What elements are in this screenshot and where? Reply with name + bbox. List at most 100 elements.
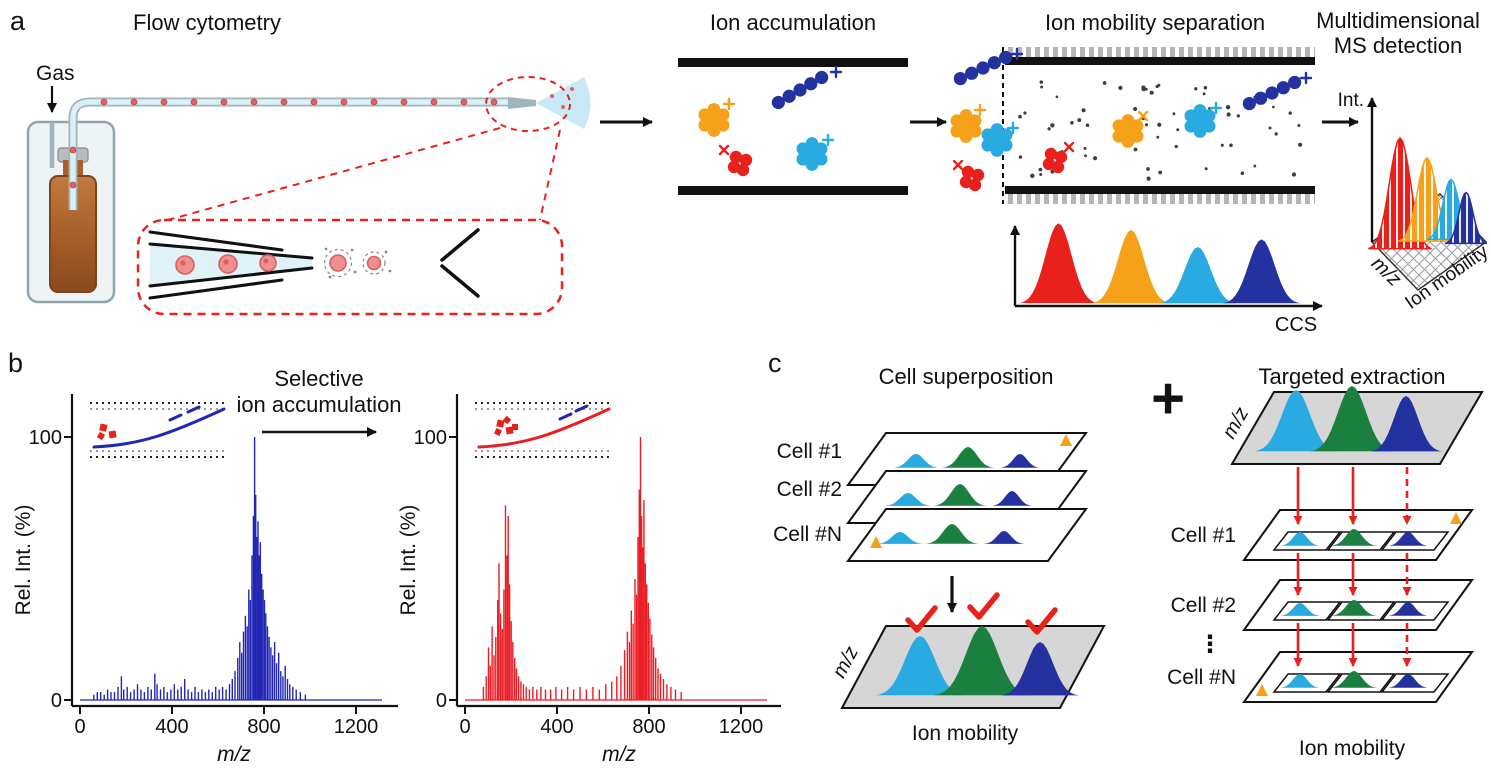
sup-plane-cell1-peaks <box>892 447 1041 468</box>
left-x-axis-label: m/z <box>217 743 251 766</box>
targeted-extraction-title: Targeted extraction <box>1258 364 1445 389</box>
full-cell-spectrum-plot: 100 0 0 400 800 1200 Rel. Int. (%) m/z <box>12 394 398 766</box>
orange-ion-icon <box>1112 110 1149 148</box>
mobility-bottom-comb <box>1005 194 1315 204</box>
right-xtick-800: 800 <box>632 716 665 738</box>
mobility-top-electrode <box>1005 57 1315 65</box>
sup-mz-label: m/z <box>828 643 863 682</box>
cell-superposition-section: Cell superposition Cell #1 Cell #2 Cell … <box>773 364 1106 745</box>
ion-mobility-section: Ion mobility separation CCS <box>1002 10 1323 336</box>
ext-reference-peaks <box>1254 386 1442 452</box>
sup-plane-cellN <box>846 508 1088 562</box>
red-ion-trajectory <box>477 407 611 449</box>
sup-plane-cell2-peaks <box>884 484 1033 506</box>
ccs-distribution-peaks <box>1019 223 1301 304</box>
marker-triangle-icon <box>1450 512 1462 524</box>
right-xtick-400: 400 <box>540 716 573 738</box>
light-blue-ion-icon <box>796 133 835 171</box>
dark-blue-ion-icon <box>771 65 843 110</box>
selective-label-line1: Selective <box>274 366 363 391</box>
mobility-bottom-electrode <box>1005 186 1315 194</box>
sup-plane-cellN-peaks <box>876 524 1025 544</box>
orange-ion-icon <box>950 103 987 143</box>
ms-3d-peaks <box>1368 136 1488 250</box>
marker-triangle-icon <box>870 536 882 548</box>
red-spectrum-trace <box>465 437 767 701</box>
sup-cell2-label: Cell #2 <box>777 478 842 501</box>
panel-a: a Flow cytometry Gas <box>10 6 1491 336</box>
zoom-callout <box>136 218 564 316</box>
blue-spectrum-trace <box>80 437 382 701</box>
left-y-axis-label: Rel. Int. (%) <box>12 505 35 616</box>
orange-ion-icon <box>698 97 736 137</box>
zoom-highlight-ellipse <box>485 76 571 132</box>
ms-inlet-cone <box>440 228 480 298</box>
panel-b: b 100 0 0 400 800 1200 Rel. Int. (%) m/z <box>8 348 781 766</box>
ms-detection-title-line1: Multidimensional <box>1316 8 1480 33</box>
right-x-axis-label: m/z <box>602 743 636 766</box>
accumulation-bottom-electrode <box>678 186 908 195</box>
charged-droplets <box>323 247 392 279</box>
extracted-tile-peaks <box>1279 529 1429 688</box>
light-blue-ion-icon <box>981 121 1020 157</box>
right-xtick-1200: 1200 <box>719 716 764 738</box>
zoom-connector-right <box>539 129 561 221</box>
sup-result-peaks <box>875 626 1079 696</box>
ms-detection-section: Multidimensional MS detection Int. m/z I… <box>1316 8 1491 314</box>
sup-cell1-label: Cell #1 <box>777 440 842 463</box>
red-ion-icon <box>1042 141 1075 174</box>
cells-in-tube <box>69 98 498 189</box>
sup-mobility-label: Ion mobility <box>912 722 1019 745</box>
checkmark-icon <box>1025 607 1058 635</box>
extraction-arrows <box>1293 467 1412 667</box>
selective-label-line2: ion accumulation <box>236 392 401 417</box>
left-xtick-400: 400 <box>155 716 188 738</box>
flow-cytometry-section: Flow cytometry Gas <box>26 10 591 316</box>
dark-blue-ion-icon <box>1242 71 1313 111</box>
red-ion-icon <box>718 144 753 177</box>
plus-sign: + <box>1151 366 1185 431</box>
left-xtick-1200: 1200 <box>334 716 379 738</box>
cells-in-capillary <box>175 254 277 275</box>
targeted-extraction-section: Targeted extraction m/z <box>1167 364 1484 760</box>
panel-b-label: b <box>8 348 23 378</box>
selective-spectrum-plot: 100 0 0 400 800 1200 Rel. Int. (%) m/z <box>397 394 781 766</box>
ion-accumulation-title: Ion accumulation <box>710 10 876 35</box>
right-ytick-0: 0 <box>436 690 447 712</box>
blue-ion-trajectory <box>92 407 226 449</box>
panel-c-label: c <box>768 348 782 378</box>
left-accumulation-inset <box>90 402 228 458</box>
dark-blue-ion-icon <box>953 47 1024 86</box>
mobility-top-comb <box>1005 47 1315 57</box>
ion-mobility-title: Ion mobility separation <box>1045 10 1265 35</box>
ms-detection-title-line2: MS detection <box>1334 33 1462 58</box>
zoom-connector-left <box>167 127 501 221</box>
light-blue-ion-icon <box>1184 101 1223 138</box>
checkmark-icon <box>905 605 938 633</box>
right-accumulation-inset <box>475 402 613 458</box>
red-ion-icon <box>952 159 985 192</box>
gas-label: Gas <box>36 62 75 85</box>
ccs-axis-label: CCS <box>1275 314 1317 336</box>
ext-cell1-label: Cell #1 <box>1171 524 1236 547</box>
ext-mobility-label: Ion mobility <box>1299 737 1406 760</box>
ion-accumulation-section: Ion accumulation <box>678 10 908 195</box>
intensity-axis-label: Int. <box>1338 90 1364 111</box>
transfer-tube-outer <box>68 97 508 210</box>
left-xtick-800: 800 <box>247 716 280 738</box>
ext-cellN-label: Cell #N <box>1167 666 1236 689</box>
accumulation-top-electrode <box>678 58 908 67</box>
left-ytick-0: 0 <box>51 690 62 712</box>
checkmark-icon <box>967 592 1000 620</box>
left-ytick-100: 100 <box>29 427 62 449</box>
transfer-tube-inner <box>70 99 508 210</box>
panel-c: c Cell superposition Cell #1 Cell #2 Cel… <box>768 348 1484 760</box>
right-y-axis-label: Rel. Int. (%) <box>397 505 420 616</box>
esi-emitter-tip <box>508 97 536 109</box>
ion-clusters-layer <box>698 47 1313 192</box>
ellipsis-vertical: ⋮ <box>1198 630 1222 658</box>
left-xtick-0: 0 <box>74 716 85 738</box>
right-xtick-0: 0 <box>459 716 470 738</box>
right-ytick-100: 100 <box>414 427 447 449</box>
